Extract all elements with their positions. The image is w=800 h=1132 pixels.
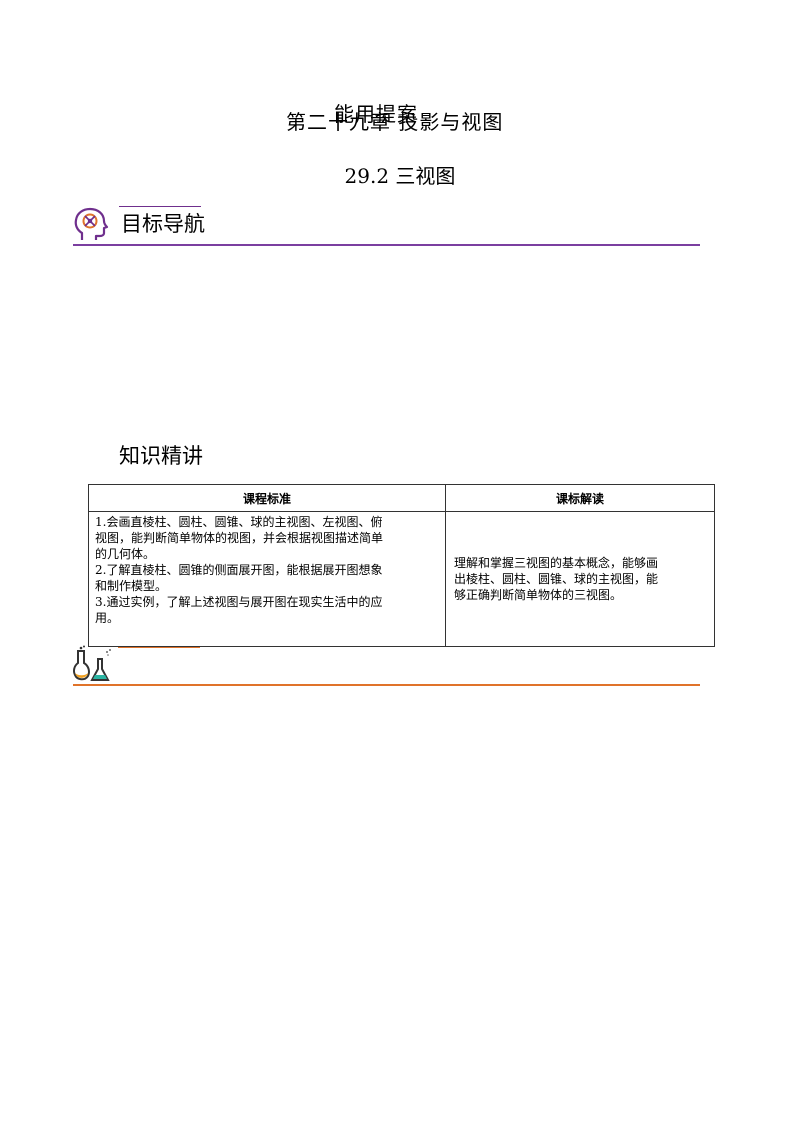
- interpretation-cell: 理解和掌握三视图的基本概念，能够画 出棱柱、圆柱、圆锥、球的主视图，能 够正确判…: [445, 511, 715, 647]
- standards-table: 课程标准 课标解读 1.会画直棱柱、圆柱、圆锥、球的主视图、左视图、俯 视图，能…: [88, 484, 715, 647]
- goal-divider: [73, 244, 700, 246]
- standard-line: 2.了解直棱柱、圆锥的侧面展开图，能根据展开图想象: [95, 563, 383, 577]
- brain-head-icon: [74, 207, 109, 240]
- knowledge-section-title: 知识精讲: [119, 444, 203, 468]
- table-header-standard: 课程标准: [88, 484, 446, 512]
- table-row: 1.会画直棱柱、圆柱、圆锥、球的主视图、左视图、俯 视图，能判断简单物体的视图，…: [88, 511, 715, 647]
- lab-title-overline: [118, 647, 200, 648]
- lab-flask-icon: [73, 645, 111, 681]
- interpretation-line: 理解和掌握三视图的基本概念，能够画: [454, 556, 659, 570]
- standard-line: 和制作模型。: [95, 579, 168, 593]
- standard-line: 用。: [95, 611, 120, 625]
- interpretation-line: 出棱柱、圆柱、圆锥、球的主视图，能: [454, 572, 659, 586]
- table-header-interpretation: 课标解读: [445, 484, 715, 512]
- standard-line: 视图，能判断简单物体的视图，并会根据视图描述简单: [95, 531, 384, 545]
- chapter-title: 第二十九章 投影与视图: [286, 110, 504, 134]
- goal-section-title: 目标导航: [121, 212, 205, 236]
- goal-title-overline: [119, 206, 201, 207]
- lab-divider: [73, 684, 700, 686]
- interpretation-line: 够正确判断简单物体的三视图。: [454, 588, 623, 602]
- standard-line: 的几何体。: [95, 547, 156, 561]
- header-overlap-text: 能用提案: [334, 102, 418, 126]
- table-header-row: 课程标准 课标解读: [88, 484, 715, 512]
- standard-line: 3.通过实例，了解上述视图与展开图在现实生活中的应: [95, 595, 383, 609]
- standard-cell: 1.会画直棱柱、圆柱、圆锥、球的主视图、左视图、俯 视图，能判断简单物体的视图，…: [88, 511, 446, 647]
- section-title: 29.2 三视图: [344, 164, 456, 188]
- standard-line: 1.会画直棱柱、圆柱、圆锥、球的主视图、左视图、俯: [95, 515, 383, 529]
